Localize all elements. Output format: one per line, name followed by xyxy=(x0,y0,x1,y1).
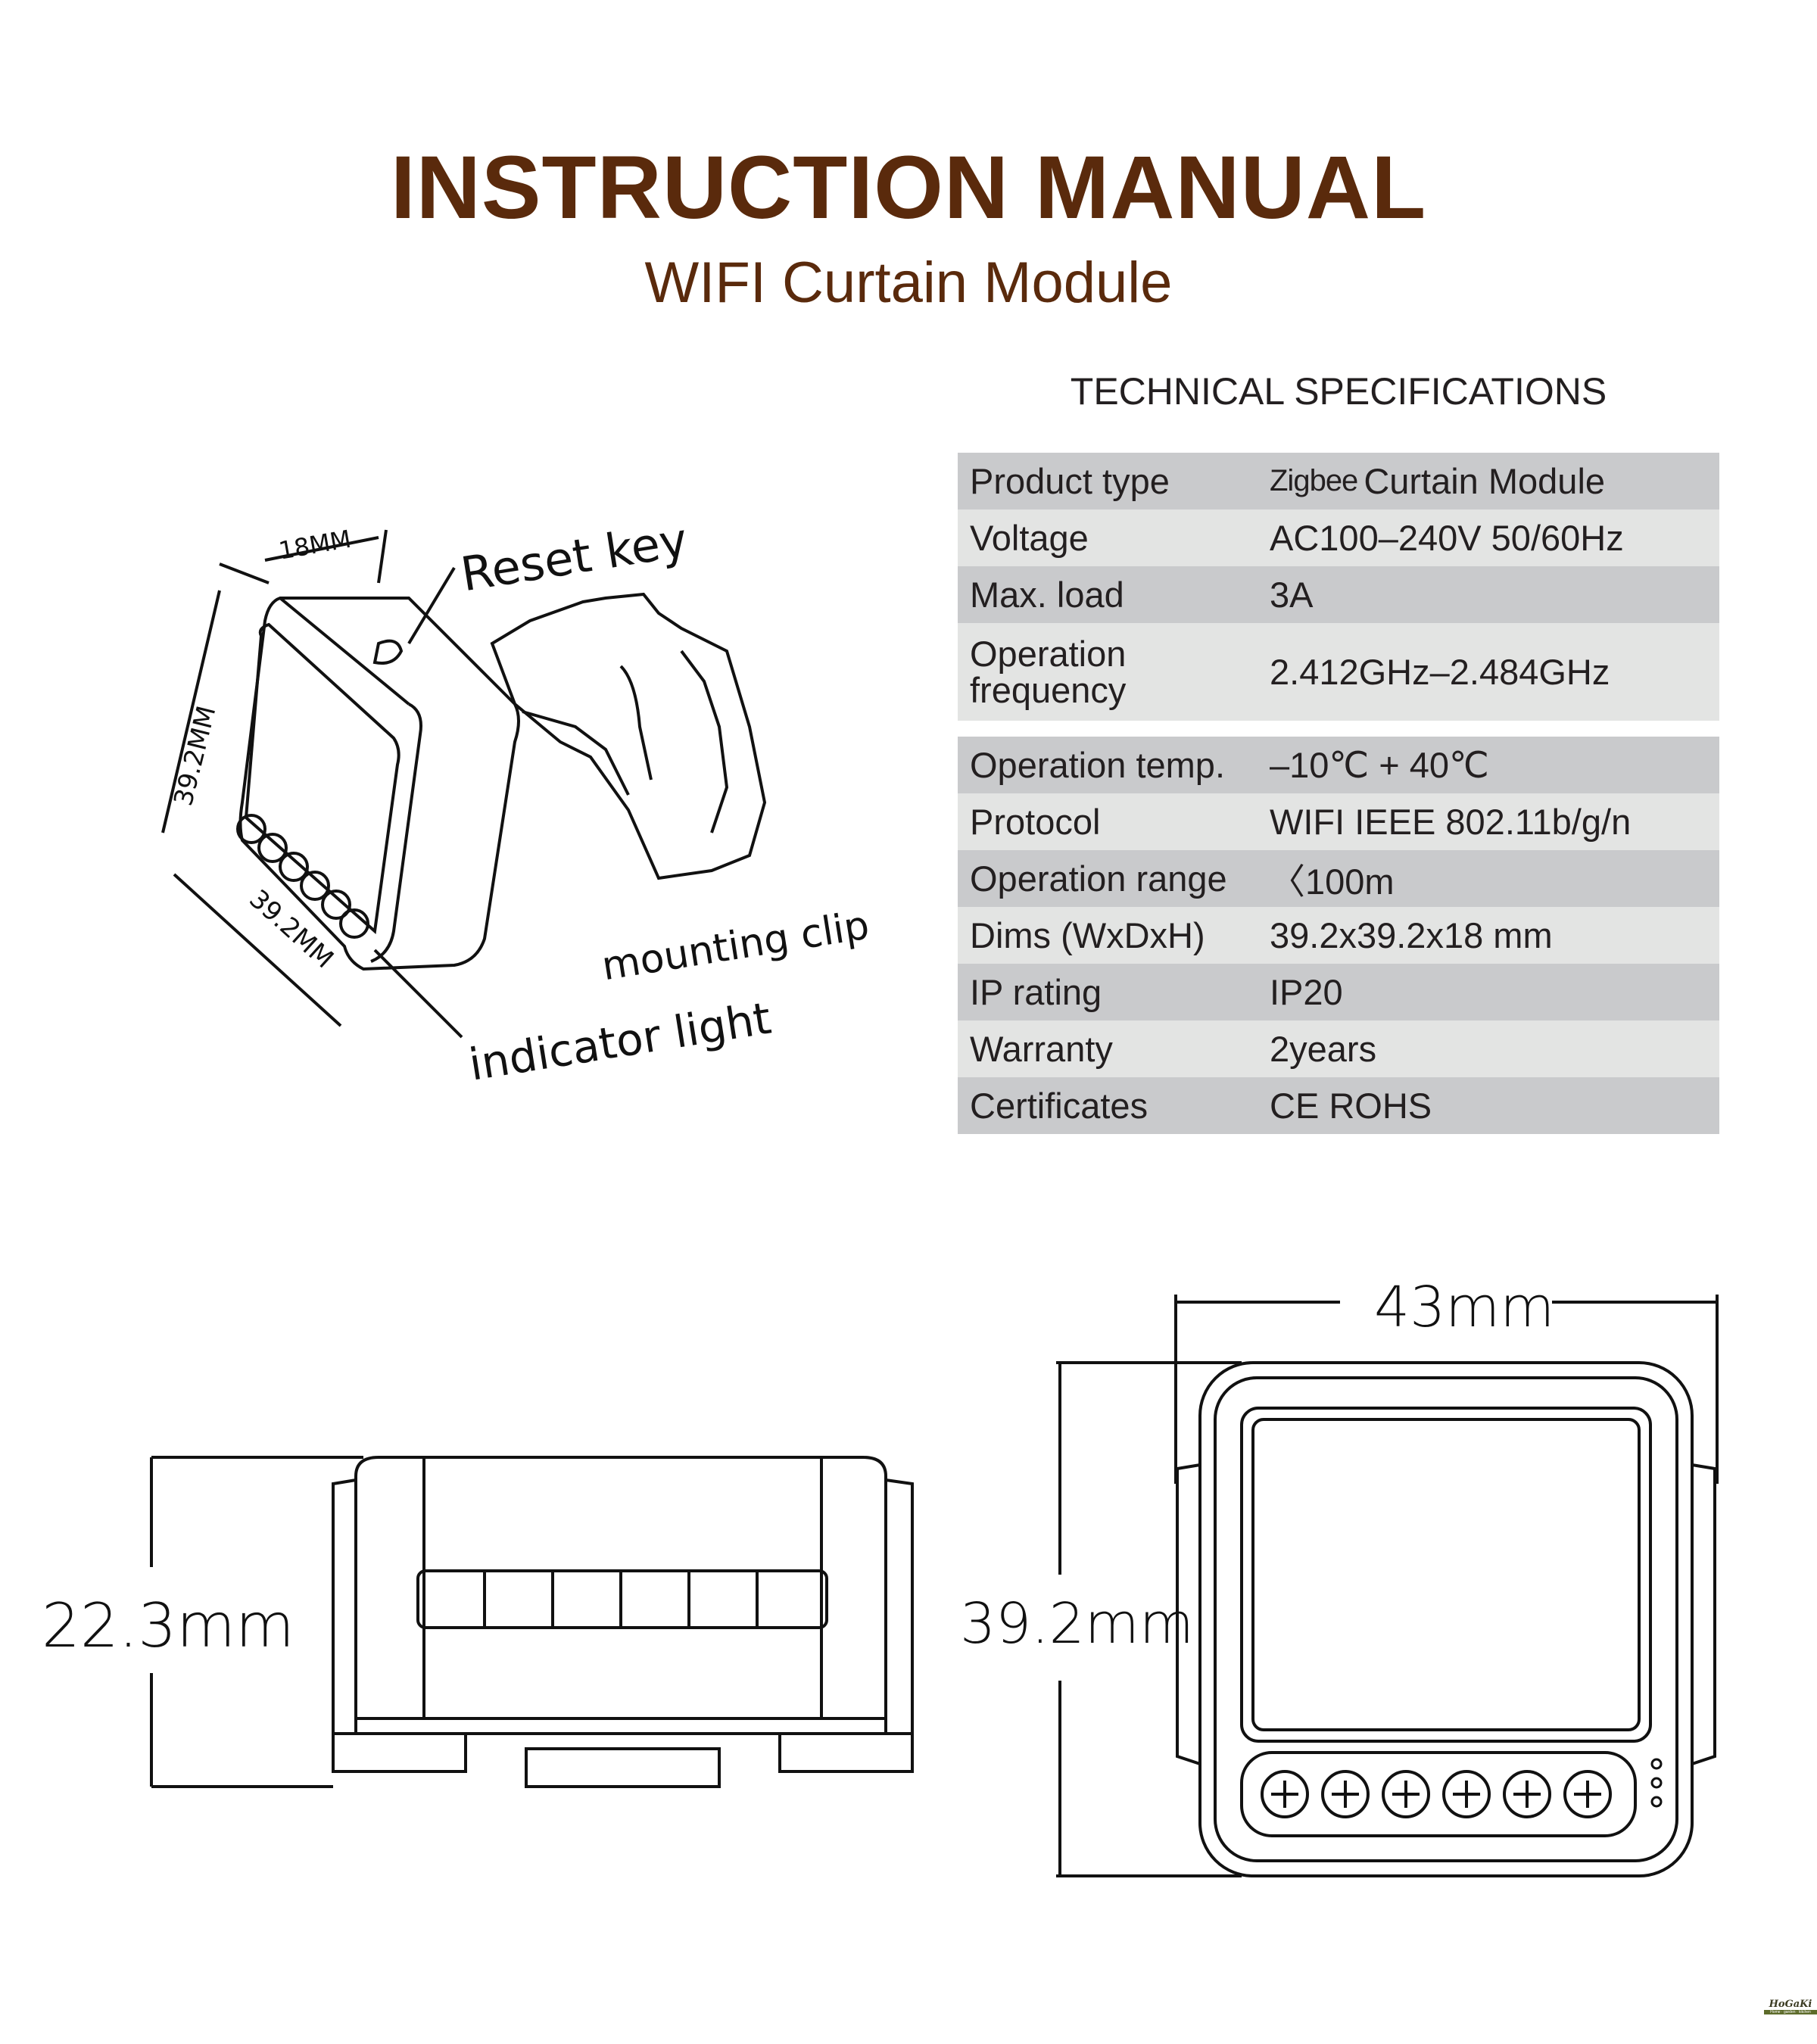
spec-value: 39.2x39.2x18 mm xyxy=(1254,907,1719,964)
spec-label: Voltage xyxy=(958,509,1254,566)
brand-logo: HoGaKi Home · garden · kitchen xyxy=(1764,1999,1817,2014)
logo-tagline: Home · garden · kitchen xyxy=(1764,2010,1817,2014)
spec-value: –10℃ + 40℃ xyxy=(1254,737,1719,793)
spec-value: 3A xyxy=(1254,566,1719,623)
spec-value: 2.412GHz–2.484GHz xyxy=(1254,623,1719,721)
spec-label: Warranty xyxy=(958,1020,1254,1077)
isometric-module-drawing: 18MM 39.2MM 39.2MM Reset key mounting cl… xyxy=(161,512,872,1091)
spec-label: IP rating xyxy=(958,964,1254,1020)
spec-value-prefix: Zigbee xyxy=(1270,464,1358,497)
indicator-leader-line xyxy=(373,949,463,1039)
spec-label: Certificates xyxy=(958,1077,1254,1134)
spec-label: Operation range xyxy=(958,850,1254,907)
front-view-drawing: 43mm 39.2mm xyxy=(960,1275,1719,1877)
spec-label: Operation frequency xyxy=(958,623,1254,721)
spec-value-text: Curtain Module xyxy=(1364,461,1606,501)
indicator-lights xyxy=(1650,1758,1663,1808)
height-dim-label: 39.2MM xyxy=(168,703,222,809)
table-row: Dims (WxDxH)39.2x39.2x18 mm xyxy=(958,907,1719,964)
front-width-dim-label: 43mm xyxy=(1374,1275,1554,1340)
terminal-screws xyxy=(236,814,369,939)
width-dim-label: 18MM xyxy=(276,525,353,566)
depth-dim-line xyxy=(173,873,342,1027)
spec-label: Max. load xyxy=(958,566,1254,623)
side-height-dim-label: 22.3mm xyxy=(42,1591,295,1661)
spec-value: CE ROHS xyxy=(1254,1077,1719,1134)
spec-value: WIFI IEEE 802.11b/g/n xyxy=(1254,793,1719,850)
front-height-dim-label: 39.2mm xyxy=(960,1591,1194,1656)
page-subtitle: WIFI Curtain Module xyxy=(644,251,1173,315)
spec-label: Dims (WxDxH) xyxy=(958,907,1254,964)
spec-label: Protocol xyxy=(958,793,1254,850)
specs-title: TECHNICAL SPECIFICATIONS xyxy=(1070,370,1607,413)
logo-name: HoGaKi xyxy=(1769,1999,1812,2010)
spec-value: 〈100m xyxy=(1254,850,1719,907)
table-row: Operation range〈100m xyxy=(958,850,1719,907)
spec-value: IP20 xyxy=(1254,964,1719,1020)
table-row: Operation temp.–10℃ + 40℃ xyxy=(958,737,1719,793)
spec-label: Product type xyxy=(958,453,1254,509)
spec-label: Operation temp. xyxy=(958,737,1254,793)
mounting-clip-drawing xyxy=(490,592,767,880)
spec-value: 2years xyxy=(1254,1020,1719,1077)
height-dim-line xyxy=(161,590,221,833)
reset-key-label: Reset key xyxy=(457,512,691,602)
page-title: INSTRUCTION MANUAL xyxy=(390,138,1427,238)
terminal-screws-front xyxy=(1261,1770,1612,1818)
indicator-light-label: indicator light xyxy=(466,992,774,1091)
width-dim-line xyxy=(264,536,379,562)
mounting-clip-label: mounting clip xyxy=(599,902,872,989)
side-view-drawing: 22.3mm xyxy=(42,1456,914,1788)
spec-value: AC100–240V 50/60Hz xyxy=(1254,509,1719,566)
